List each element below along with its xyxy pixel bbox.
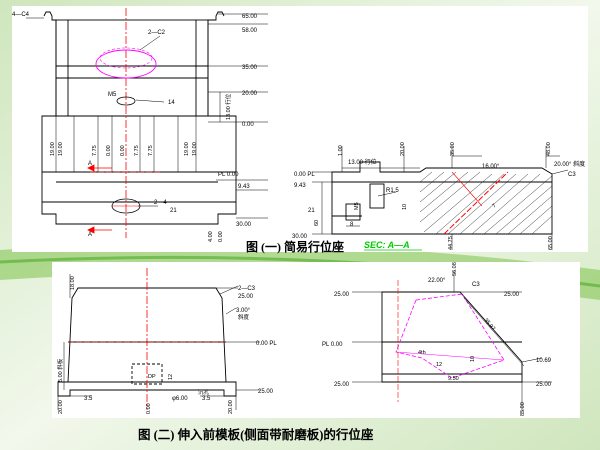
sec-angle20: 20.00° 斜度	[554, 160, 585, 168]
svg-text:25.00: 25.00	[258, 389, 274, 395]
sec-943: 9.43	[294, 183, 306, 189]
svg-text:DP: DP	[148, 374, 156, 380]
sec-30: 30.00	[292, 234, 308, 240]
svg-text:A: A	[88, 161, 92, 167]
svg-text:25.00: 25.00	[238, 294, 254, 300]
svg-text:22.00°: 22.00°	[428, 278, 446, 284]
svg-text:0.00: 0.00	[120, 145, 126, 156]
diagram-panel-2: 2—C3 25.00 3.00° 斜度 0.00 PL 25.00 5.00 斜…	[52, 262, 580, 418]
svg-text:3.5: 3.5	[202, 396, 211, 402]
svg-text:0.00: 0.00	[106, 145, 112, 156]
svg-text:12: 12	[436, 362, 442, 368]
svg-text:PL 0.00: PL 0.00	[322, 342, 343, 348]
dim-20: 20.00	[242, 91, 258, 97]
side-view-2	[381, 291, 523, 383]
svg-text:7.75: 7.75	[92, 145, 98, 156]
sec-7: 7	[491, 203, 497, 210]
pl-label: PL 0.00	[218, 172, 239, 178]
svg-text:C3: C3	[472, 282, 480, 288]
svg-text:2—C3: 2—C3	[238, 286, 256, 292]
svg-text:56.08: 56.08	[452, 262, 458, 276]
dim-65: 65.00	[242, 14, 258, 20]
svg-text:25.00: 25.00	[334, 292, 350, 298]
sec-13: 13.00 行位	[348, 158, 377, 166]
sec-c3: C3	[568, 172, 576, 178]
tr-callout: 2—4	[154, 200, 167, 206]
front-view	[41, 11, 237, 225]
guide-hole-circle	[95, 49, 157, 79]
svg-text:25.00: 25.00	[504, 292, 520, 298]
svg-text:0.00: 0.00	[218, 231, 224, 242]
svg-text:12: 12	[168, 374, 174, 380]
diagram-panel-1: A A 4—C4 2—C2 M5 14 2—4 21 65.00 58.00 3…	[12, 6, 588, 252]
sec-21: 21	[308, 208, 315, 214]
dim-58: 58.00	[242, 28, 258, 34]
svg-text:85.00: 85.00	[520, 402, 526, 416]
svg-text:3.5: 3.5	[84, 396, 93, 402]
svg-text:19.00: 19.00	[192, 142, 198, 156]
svg-text:19.00: 19.00	[184, 142, 190, 156]
svg-text:48.00: 48.00	[546, 142, 552, 156]
svg-text:7.75: 7.75	[148, 145, 154, 156]
svg-text:20.00: 20.00	[58, 400, 64, 414]
svg-text:A: A	[88, 232, 92, 238]
svg-text:20.00: 20.00	[400, 142, 406, 156]
caption-figure-2: 图 (二) 伸入前模板(侧面带耐磨板)的行位座	[138, 428, 374, 442]
m5-label: M5	[108, 92, 117, 98]
svg-text:25.00: 25.00	[334, 382, 350, 388]
dim-13-slide: 13.00 行位	[224, 93, 232, 120]
svg-text:0.00 PL: 0.00 PL	[256, 341, 277, 347]
svg-text:φ6.00: φ6.00	[172, 396, 188, 402]
svg-text:3.00°: 3.00°	[236, 308, 251, 314]
m5-hole	[116, 96, 136, 106]
sec-r15: R1.5	[386, 188, 399, 194]
svg-text:65.00: 65.00	[548, 236, 554, 250]
angle-pin-line	[443, 171, 509, 235]
tr-num: 21	[170, 208, 177, 214]
svg-text:19.00: 19.00	[58, 142, 64, 156]
dim-0: 0.00	[242, 122, 254, 128]
dim-943: 9.43	[238, 184, 250, 190]
caption-figure-1: 图 (一) 简易行位座	[246, 240, 344, 254]
svg-text:44.75: 44.75	[448, 236, 454, 250]
svg-text:0.00: 0.00	[146, 403, 152, 414]
dim-35: 35.00	[242, 65, 258, 71]
svg-text:沉孔: 沉孔	[198, 388, 210, 396]
drawing-slide-seat-front-plate: 2—C3 25.00 3.00° 斜度 0.00 PL 25.00 5.00 斜…	[56, 262, 552, 416]
svg-text:18.00: 18.00	[70, 276, 76, 290]
svg-text:19.00: 19.00	[50, 142, 56, 156]
chamfer-label: 4—C4	[12, 12, 30, 18]
section-label: SEC: A—A	[364, 240, 410, 250]
hole-callout: 2—C2	[148, 30, 166, 36]
svg-text:25.00: 25.00	[536, 382, 552, 388]
sec-60: 60	[314, 220, 320, 226]
svg-text:10.69: 10.69	[536, 358, 552, 364]
svg-text:10: 10	[470, 356, 476, 362]
svg-text:4th: 4th	[418, 350, 426, 356]
svg-text:斜度: 斜度	[238, 313, 250, 321]
svg-text:9.50: 9.50	[448, 376, 459, 382]
svg-text:1.00: 1.00	[338, 145, 344, 156]
sec-m5: M5	[354, 202, 360, 210]
sec-pl: 0.00 PL	[294, 172, 315, 178]
sec-8: 8	[350, 222, 354, 228]
svg-text:5.00 斜板: 5.00 斜板	[56, 358, 64, 382]
dim-30: 30.00	[236, 222, 252, 228]
svg-text:20.00: 20.00	[228, 400, 234, 414]
svg-text:4.00: 4.00	[208, 231, 214, 242]
section-view	[331, 161, 553, 235]
sec-10: 10	[402, 204, 408, 210]
svg-text:35.00: 35.00	[450, 142, 456, 156]
sec-angle16: 16.00°	[482, 164, 500, 170]
m5-depth: 14	[168, 100, 175, 106]
svg-text:7.75: 7.75	[134, 145, 140, 156]
drawing-sliding-block-seat: A A 4—C4 2—C2 M5 14 2—4 21 65.00 58.00 3…	[12, 8, 585, 251]
